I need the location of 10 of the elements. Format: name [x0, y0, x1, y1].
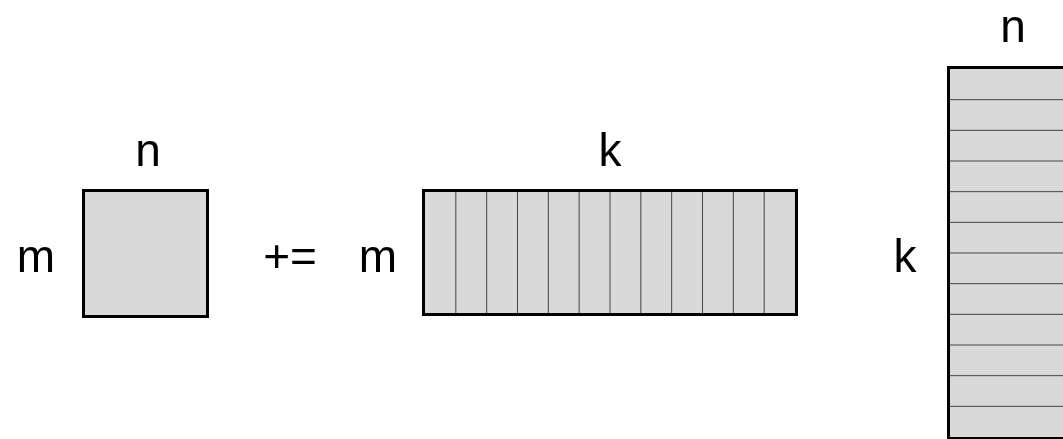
dimension-label: k	[893, 233, 917, 279]
matrix-box	[422, 189, 798, 316]
dimension-label: k	[598, 127, 622, 173]
matrix-box	[82, 189, 209, 318]
dimension-label: m	[16, 233, 56, 279]
dimension-label: n	[1000, 3, 1026, 49]
matrix-box	[947, 66, 1063, 439]
dimension-label: m	[358, 233, 398, 279]
dimension-label: n	[135, 127, 161, 173]
operator-symbol: +=	[263, 233, 317, 279]
